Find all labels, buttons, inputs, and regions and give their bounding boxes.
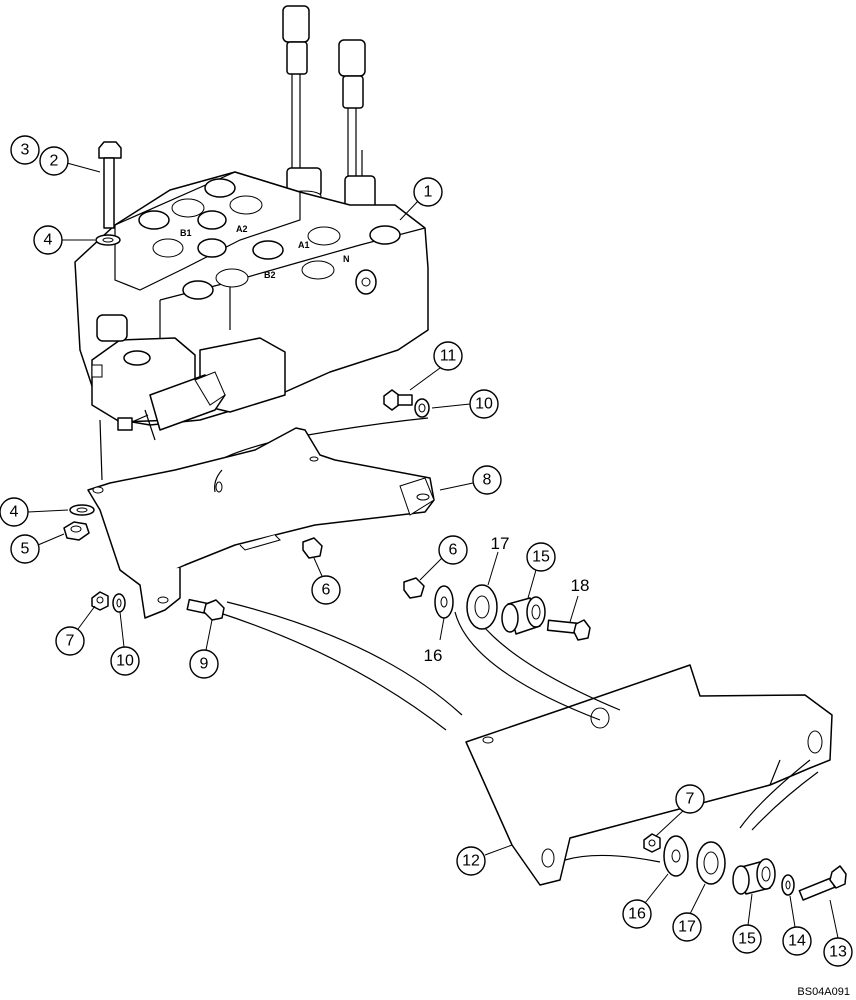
washer-16-lower xyxy=(663,835,689,877)
svg-text:3: 3 xyxy=(21,142,30,159)
callout-12: 12 xyxy=(456,844,513,876)
callout-9: 9 xyxy=(189,619,219,679)
svg-text:17: 17 xyxy=(491,534,510,553)
svg-text:7: 7 xyxy=(686,791,695,808)
port-marking-a1: A1 xyxy=(298,240,310,250)
valve-solenoid-section xyxy=(91,314,286,441)
callout-17-upper: 17 xyxy=(487,534,510,586)
drawing-id: BS04A091 xyxy=(797,986,850,998)
bolt-9 xyxy=(186,598,225,621)
svg-text:7: 7 xyxy=(66,633,75,650)
callout-3: 3 xyxy=(10,135,40,165)
phantom-line-1 xyxy=(226,601,463,716)
bolt-2 xyxy=(98,141,122,229)
washer-4-top xyxy=(95,234,121,246)
svg-text:5: 5 xyxy=(21,541,30,558)
svg-text:12: 12 xyxy=(462,853,480,870)
nut-7-right xyxy=(643,833,661,853)
washer-16-upper xyxy=(434,585,454,619)
svg-text:15: 15 xyxy=(738,931,756,948)
svg-text:17: 17 xyxy=(678,919,696,936)
nut-5 xyxy=(63,521,90,541)
nut-7-left xyxy=(91,591,109,611)
callout-6-center: 6 xyxy=(311,557,341,605)
washer-17-lower xyxy=(696,841,726,885)
svg-text:4: 4 xyxy=(10,504,19,521)
svg-text:2: 2 xyxy=(50,153,59,170)
svg-text:18: 18 xyxy=(571,576,590,595)
washer-10-lower xyxy=(112,593,126,613)
callout-7-left: 7 xyxy=(55,605,96,656)
washer-10-upper xyxy=(414,398,430,418)
port-marking-a2: A2 xyxy=(236,224,248,234)
callout-14: 14 xyxy=(782,895,812,956)
svg-text:6: 6 xyxy=(449,542,458,559)
svg-text:11: 11 xyxy=(440,348,457,365)
lower-mounting-plate xyxy=(465,664,833,886)
callout-6-right: 6 xyxy=(419,535,468,581)
washer-14 xyxy=(781,874,795,896)
port-marking-b2: B2 xyxy=(264,270,276,280)
svg-text:10: 10 xyxy=(475,396,493,413)
svg-text:10: 10 xyxy=(116,653,134,670)
callout-5: 5 xyxy=(10,533,65,564)
svg-text:15: 15 xyxy=(532,549,550,566)
callout-11: 11 xyxy=(409,341,463,391)
svg-text:16: 16 xyxy=(424,646,443,665)
washer-4-lower xyxy=(69,504,95,516)
callout-13: 13 xyxy=(823,899,853,967)
valve-mounting-bracket xyxy=(87,427,435,619)
callout-17-lower: 17 xyxy=(672,883,706,942)
callout-2: 2 xyxy=(39,146,101,176)
svg-text:14: 14 xyxy=(788,933,806,950)
port-marking-b1: B1 xyxy=(180,228,192,238)
svg-text:4: 4 xyxy=(44,232,53,249)
square-nut-6-center xyxy=(302,537,323,559)
svg-text:13: 13 xyxy=(829,944,847,961)
electrical-connector-left xyxy=(282,5,322,202)
phantom-line-3 xyxy=(454,611,601,721)
svg-text:9: 9 xyxy=(200,656,209,673)
callout-16-lower: 16 xyxy=(622,873,669,929)
svg-text:6: 6 xyxy=(322,582,331,599)
callout-10-lower: 10 xyxy=(110,611,140,676)
control-valve: A2 B1 B2 A1 N xyxy=(74,5,429,441)
svg-text:16: 16 xyxy=(628,906,646,923)
square-nut-6-right xyxy=(403,577,425,599)
phantom-line-7 xyxy=(751,771,819,831)
callout-4-top: 4 xyxy=(33,225,95,255)
bushing-15-lower xyxy=(732,858,776,895)
callout-10-upper: 10 xyxy=(431,389,499,419)
callout-8: 8 xyxy=(439,465,502,495)
callout-15-lower: 15 xyxy=(732,893,762,954)
port-marking-n: N xyxy=(343,254,350,264)
callout-16-upper: 16 xyxy=(424,617,445,665)
callout-18: 18 xyxy=(569,576,590,623)
electrical-connector-right xyxy=(338,39,377,218)
bolt-13 xyxy=(798,865,847,901)
cap-screw-11 xyxy=(383,389,413,411)
callout-4-lower: 4 xyxy=(0,497,69,527)
valve-port-caps xyxy=(138,178,401,300)
svg-text:8: 8 xyxy=(483,472,492,489)
phantom-line-5 xyxy=(564,854,661,863)
callout-1: 1 xyxy=(399,177,443,221)
callout-15-upper: 15 xyxy=(526,542,556,599)
callout-7-right: 7 xyxy=(655,784,705,837)
washer-17-upper xyxy=(466,584,498,630)
svg-text:1: 1 xyxy=(424,184,433,201)
bolt-18 xyxy=(546,619,591,641)
phantom-line-2 xyxy=(216,611,447,731)
bushing-15-upper xyxy=(501,596,546,635)
phantom-line-6 xyxy=(739,759,811,829)
